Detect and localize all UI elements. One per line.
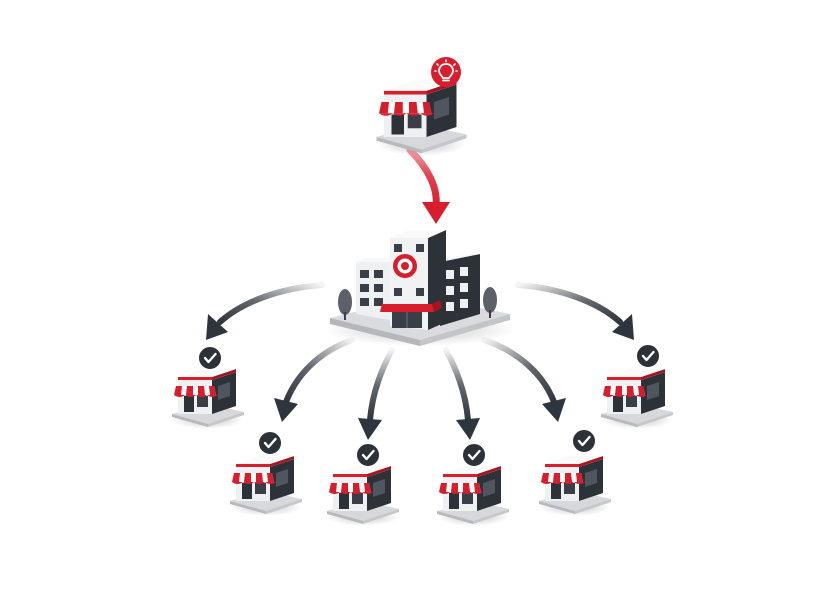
check-icon xyxy=(460,441,488,469)
flow-arrow-red xyxy=(406,146,450,224)
arrow-to-store-5 xyxy=(481,337,566,422)
branch-store-3 xyxy=(327,466,399,526)
lightbulb-icon xyxy=(431,57,461,87)
check-icon xyxy=(634,342,662,370)
flow-arrows-dark xyxy=(206,282,634,440)
check-icon xyxy=(196,344,224,372)
branch-store-4 xyxy=(437,466,509,526)
branch-store-1 xyxy=(172,369,244,429)
source-store xyxy=(376,80,467,156)
arrow-to-store-6 xyxy=(515,282,634,340)
headquarters-building xyxy=(325,230,515,346)
check-icon xyxy=(354,441,382,469)
check-icon xyxy=(256,429,284,457)
check-icon xyxy=(570,427,598,455)
branch-store-5 xyxy=(539,456,611,516)
branch-store-6 xyxy=(601,369,673,429)
arrow-to-store-2 xyxy=(274,337,355,422)
tree-right xyxy=(483,287,497,318)
tree-left xyxy=(338,289,352,320)
branch-store-2 xyxy=(230,456,302,516)
arrow-to-store-3 xyxy=(358,347,395,440)
arrow-to-store-1 xyxy=(206,282,325,340)
target-logo-icon xyxy=(393,254,417,278)
arrow-to-store-4 xyxy=(443,347,480,440)
